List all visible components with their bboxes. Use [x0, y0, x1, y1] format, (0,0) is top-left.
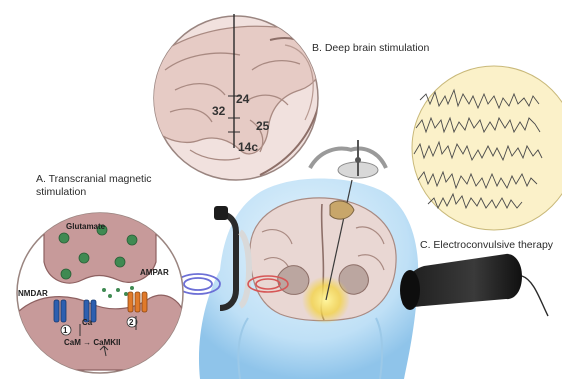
- step-2-label: 2: [129, 318, 133, 327]
- area-32-label: 32: [212, 104, 225, 118]
- cam-camkii-label: CaM → CaMKII: [64, 338, 120, 347]
- glutamate-label: Glutamate: [66, 222, 105, 231]
- tms-label: A. Transcranial magnetic stimulation: [36, 173, 176, 199]
- area-14c-label: 14c: [238, 140, 258, 154]
- nmdar-label: NMDAR: [18, 289, 48, 298]
- calcium-label: Ca: [82, 318, 92, 327]
- ampa-receptor-icon: [128, 292, 147, 312]
- ect-electrode-icon: [400, 254, 548, 316]
- dbs-label: B. Deep brain stimulation: [312, 42, 429, 55]
- step-1-label: 1: [63, 326, 67, 335]
- area-24-label: 24: [236, 92, 249, 106]
- eeg-panel: [412, 66, 562, 230]
- ampar-label: AMPAR: [140, 268, 169, 277]
- ect-label: C. Electroconvulsive therapy: [420, 239, 553, 252]
- area-25-label: 25: [256, 119, 269, 133]
